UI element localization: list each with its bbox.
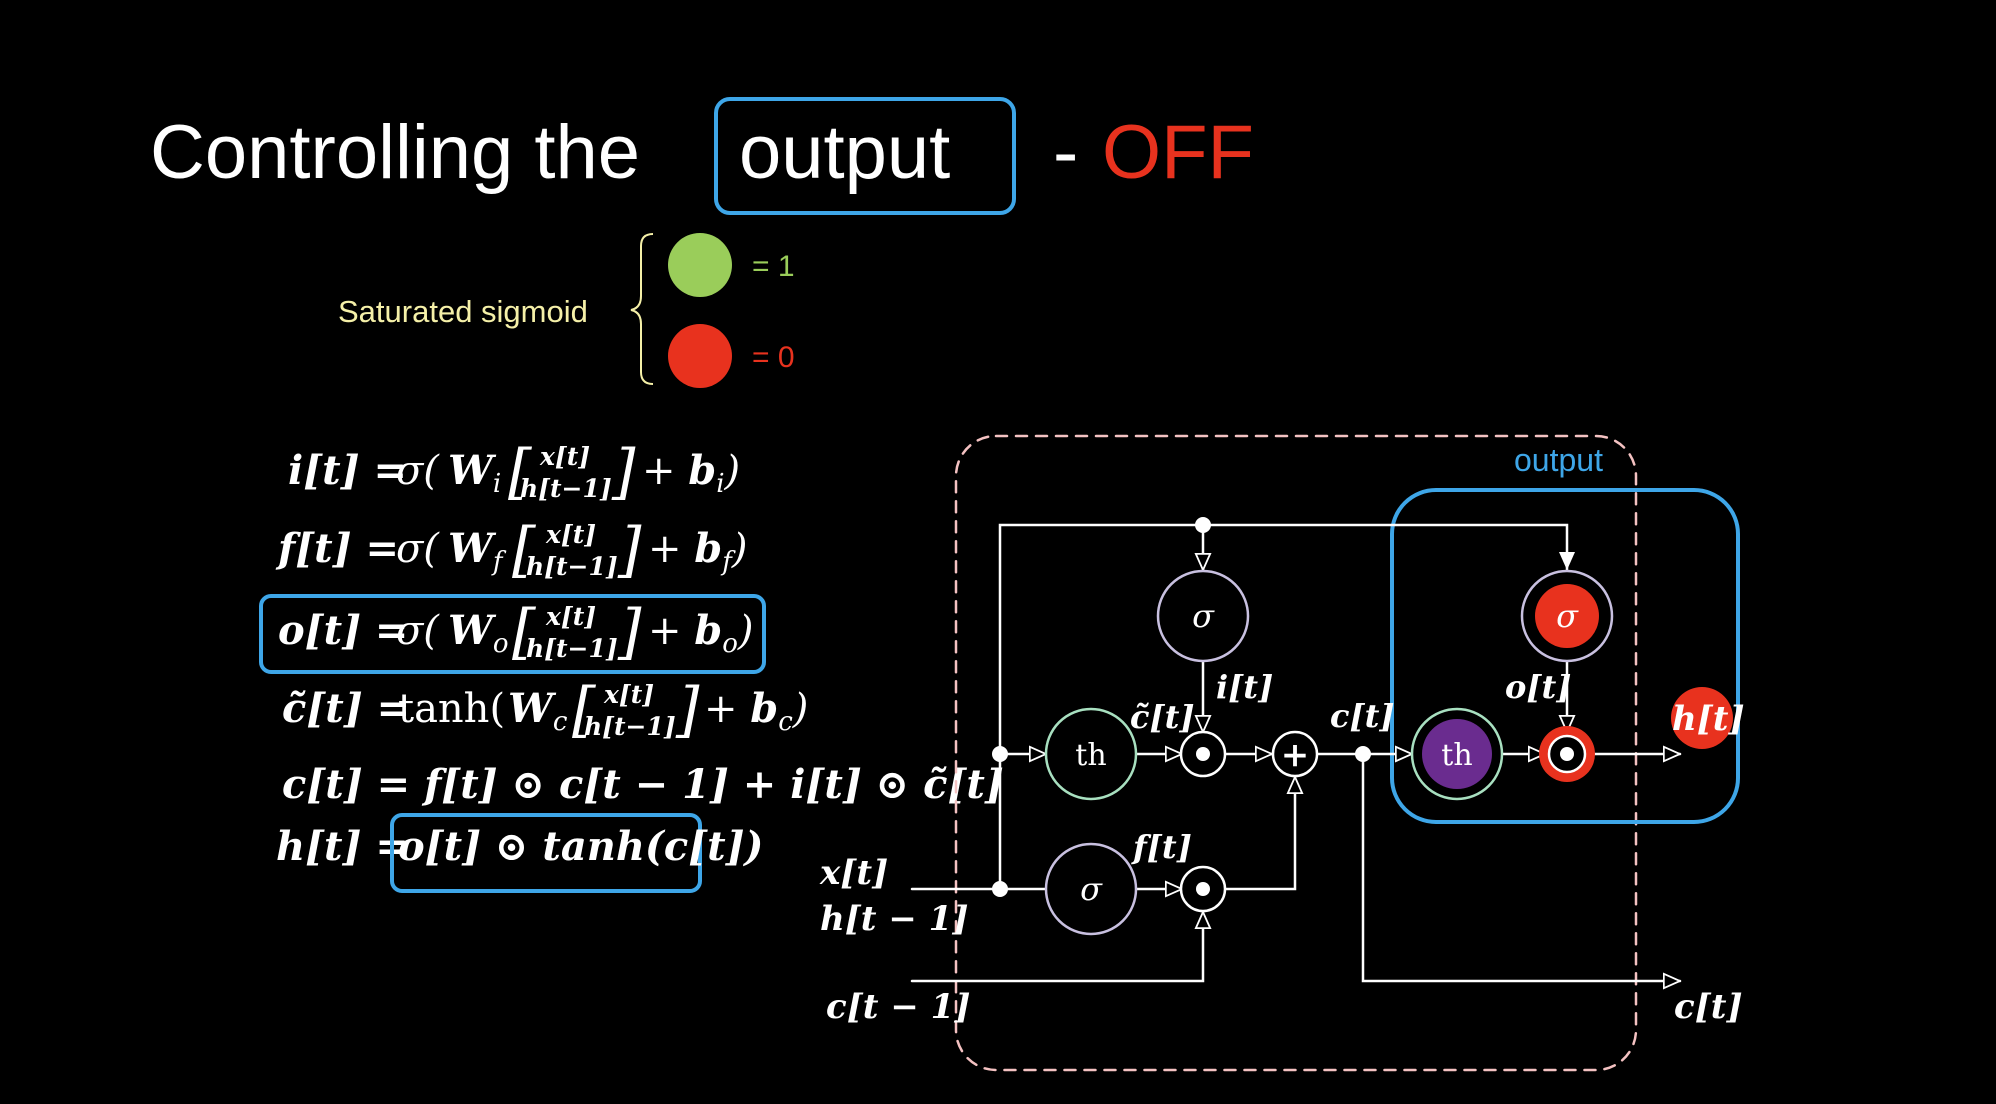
eq-o-lhs: o[t] =: [278, 607, 408, 654]
diagram-labels: x[t] h[t − 1] c[t − 1] i[t] c̃[t] f[t] c…: [819, 668, 1745, 1027]
eq-o-bracket: [: [512, 597, 536, 667]
eq-i-bracket: [: [508, 437, 532, 507]
eq-f-lhs: f[t] =: [275, 525, 399, 572]
eq-h-rhs: o[t] ⊙ tanh(c[t]): [398, 823, 763, 870]
candidate-tanh-node: [1044, 707, 1138, 801]
equation-candidate: c̃[t] = tanh( Wc [ x[t] h[t−1] ] + bc): [282, 675, 808, 745]
eq-i-lhs: i[t] =: [288, 447, 407, 494]
equation-output-gate: o[t] = σ( Wo [ x[t] h[t−1] ] + bo): [259, 594, 766, 674]
eq-o-tail: ]: [617, 597, 642, 667]
eq-i-sigma: σ(: [396, 448, 440, 494]
label-i-gate: i[t]: [1216, 668, 1273, 706]
eq-i-h: h[t−1]: [520, 474, 612, 503]
wire-c-in: [910, 910, 1203, 983]
lstm-cell-diagram: output σ σ: [819, 434, 1745, 1072]
equation-forget-gate: f[t] = σ( Wf [ x[t] h[t−1] ] + bf): [275, 515, 747, 585]
title-prefix: Controlling the: [150, 110, 640, 195]
candidate-tanh-symbol: th: [1075, 738, 1106, 773]
legend-red-dot: [668, 324, 732, 388]
junction-dot: [1195, 517, 1211, 533]
wire-mult-f-to-plus: [1223, 775, 1295, 891]
eq-f-w: Wf: [448, 525, 507, 577]
junction-dot: [1355, 746, 1371, 762]
eq-c-rhs: f[t] ⊙ c[t − 1] + i[t] ⊙ c̃[t]: [421, 761, 1004, 808]
forget-gate-sigma-node: [1044, 842, 1138, 936]
title-separator: -: [1053, 110, 1078, 195]
lstm-equations: i[t] = σ( Wi [ x[t] h[t−1] ] + bi) f[t] …: [259, 437, 1004, 893]
eq-f-bias: + bf): [648, 525, 747, 577]
title-state: OFF: [1102, 110, 1254, 195]
sigmoid-legend: Saturated sigmoid = 1 = 0: [338, 233, 795, 388]
add-node: +: [1271, 730, 1319, 778]
input-gate-sigma-symbol: σ: [1192, 597, 1215, 635]
wire-c-down: [1361, 752, 1682, 981]
output-tanh-symbol: th: [1441, 738, 1472, 773]
multiply-node-output: [1539, 726, 1595, 782]
output-box-label: output: [1514, 442, 1603, 478]
eq-f-bracket: [: [512, 515, 536, 585]
eq-ct-bias: + bc): [704, 685, 808, 737]
label-o-gate: o[t]: [1505, 668, 1571, 706]
eq-ct-lhs: c̃[t] =: [282, 685, 410, 732]
eq-ct-w: Wc: [508, 685, 568, 737]
eq-i-w: Wi: [448, 447, 501, 499]
eq-o-h: h[t−1]: [526, 634, 618, 663]
label-c-in: c[t − 1]: [826, 987, 970, 1027]
eq-ct-tail: ]: [675, 675, 700, 745]
output-highlight-box: [1390, 488, 1740, 824]
legend-value-zero: = 0: [752, 341, 795, 374]
junction-dot: [992, 746, 1008, 762]
eq-i-x: x[t]: [539, 442, 590, 471]
slide-title: Controlling the output - OFF: [150, 97, 1254, 215]
eq-i-bias: + bi): [642, 447, 740, 499]
equation-input-gate: i[t] = σ( Wi [ x[t] h[t−1] ] + bi): [288, 437, 740, 507]
eq-o-w: Wo: [448, 607, 509, 659]
output-tanh-fill: [1422, 719, 1492, 789]
label-x-in: x[t]: [819, 853, 888, 893]
eq-f-tail: ]: [617, 515, 642, 585]
equation-cell-state: c[t] = f[t] ⊙ c[t − 1] + i[t] ⊙ c̃[t]: [282, 761, 1004, 808]
title-boxed-word: output: [739, 110, 950, 195]
input-gate-sigma-node: [1156, 569, 1250, 663]
eq-o-sigma: σ(: [396, 608, 440, 654]
legend-value-one: = 1: [752, 250, 795, 283]
eq-h-lhs: h[t] =: [276, 823, 409, 870]
label-c-mid: c[t]: [1330, 697, 1395, 735]
eq-f-x: x[t]: [545, 520, 596, 549]
eq-ct-bracket: [: [572, 675, 596, 745]
eq-ct-h: h[t−1]: [584, 712, 676, 741]
label-h-out: h[t]: [1672, 699, 1745, 739]
label-h-in: h[t − 1]: [820, 899, 968, 939]
eq-h-highlight-box: [390, 813, 702, 893]
legend-brace: [630, 233, 654, 385]
forget-gate-sigma-symbol: σ: [1080, 870, 1103, 908]
eq-ct-x: x[t]: [603, 680, 654, 709]
label-f-gate: f[t]: [1131, 828, 1192, 866]
eq-ct-tanh: tanh(: [398, 686, 505, 732]
eq-i-tail: ]: [611, 437, 636, 507]
wire-top-to-o: [1201, 523, 1575, 572]
label-c-out: c[t]: [1674, 987, 1743, 1027]
equation-hidden-state: h[t] = o[t] ⊙ tanh(c[t]): [276, 813, 763, 893]
eq-o-bias: + bo): [648, 607, 753, 659]
eq-o-x: x[t]: [545, 602, 596, 631]
output-gate-sigma-symbol: σ: [1556, 597, 1579, 635]
add-node-symbol: +: [1281, 735, 1310, 775]
output-gate-off-dot: [1535, 584, 1599, 648]
eq-c-lhs: c[t] =: [282, 761, 410, 808]
junction-dot: [992, 881, 1008, 897]
wire-left-vertical: [998, 523, 1205, 891]
legend-green-dot: [668, 233, 732, 297]
legend-label: Saturated sigmoid: [338, 294, 588, 329]
eq-f-h: h[t−1]: [526, 552, 618, 581]
eq-f-sigma: σ(: [396, 526, 440, 572]
title-highlight-box: [714, 97, 1016, 215]
multiply-node-candidate: [1179, 730, 1227, 778]
label-ct: c̃[t]: [1130, 698, 1195, 736]
eq-o-highlight-box: [259, 594, 766, 674]
hidden-output-off-dot: [1671, 687, 1733, 749]
multiply-node-forget: [1179, 865, 1227, 913]
